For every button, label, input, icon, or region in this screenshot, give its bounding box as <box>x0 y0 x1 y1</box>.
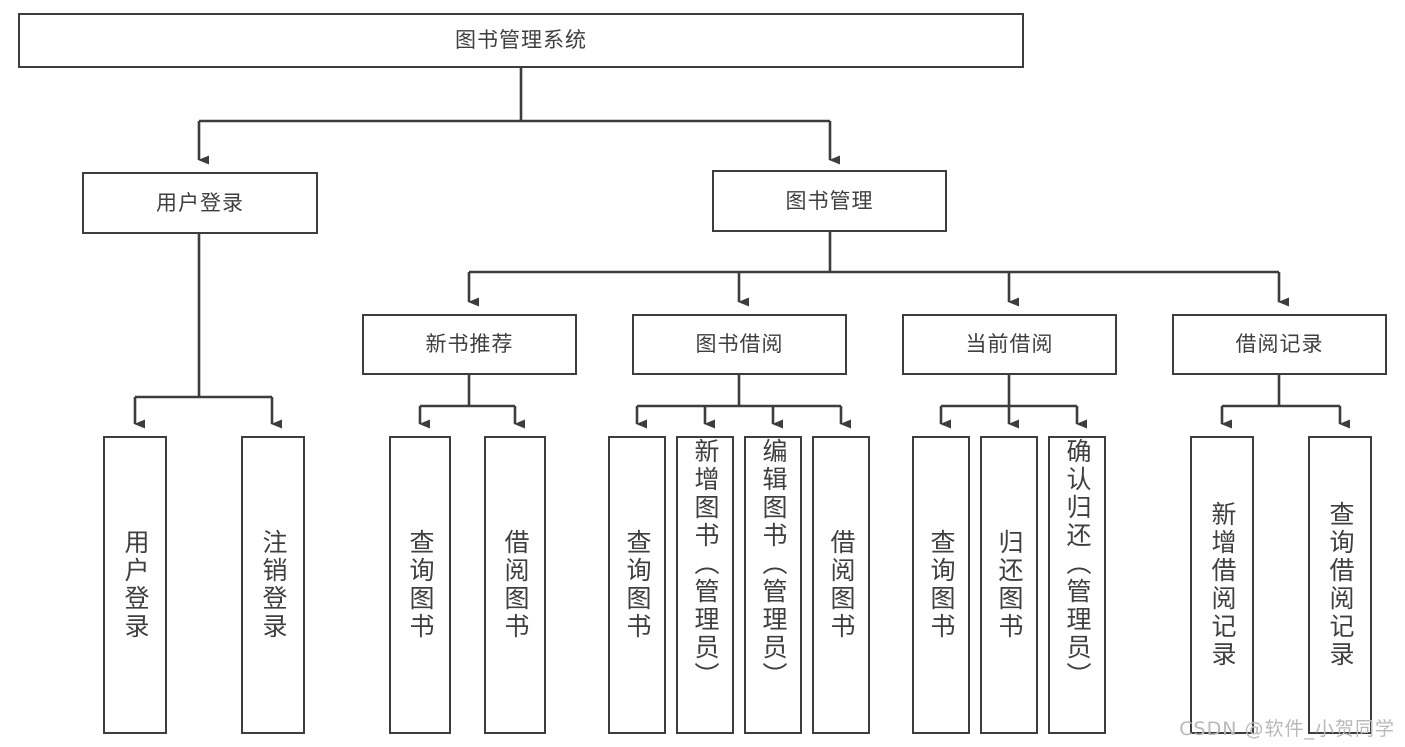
leaf-user-login[interactable]: 用户登录 <box>103 436 167 734</box>
leaf-query-borrow-record-label: 查询借阅记录 <box>1326 501 1355 669</box>
leaf-user-login-label: 用户登录 <box>121 529 150 641</box>
node-user-login-label: 用户登录 <box>156 190 244 215</box>
leaf-query-book-recommend-label: 查询图书 <box>406 529 435 641</box>
leaf-borrow-book[interactable]: 借阅图书 <box>812 436 870 734</box>
leaf-add-borrow-record-label: 新增借阅记录 <box>1208 501 1237 669</box>
leaf-add-borrow-record[interactable]: 新增借阅记录 <box>1190 436 1254 734</box>
node-new-book-recommend[interactable]: 新书推荐 <box>362 314 577 375</box>
leaf-borrow-book-recommend[interactable]: 借阅图书 <box>484 436 546 734</box>
node-borrow-record[interactable]: 借阅记录 <box>1172 314 1387 375</box>
node-new-book-recommend-label: 新书推荐 <box>425 332 514 356</box>
leaf-query-book-recommend[interactable]: 查询图书 <box>389 436 451 734</box>
leaf-query-borrow-record[interactable]: 查询借阅记录 <box>1308 436 1372 734</box>
node-book-management[interactable]: 图书管理 <box>712 170 947 232</box>
leaf-logout-label: 注销登录 <box>259 529 288 641</box>
csdn-watermark: CSDN @软件_小贺同学 <box>1179 718 1395 740</box>
leaf-query-book-borrow[interactable]: 查询图书 <box>608 436 666 734</box>
leaf-query-book-borrow-label: 查询图书 <box>623 529 652 641</box>
node-borrow-record-label: 借阅记录 <box>1235 332 1324 356</box>
node-root[interactable]: 图书管理系统 <box>18 13 1024 68</box>
leaf-edit-book-admin-label: 编辑图书（管理员） <box>759 438 788 690</box>
leaf-return-book-label: 归还图书 <box>995 529 1024 641</box>
leaf-borrow-book-recommend-label: 借阅图书 <box>501 529 530 641</box>
leaf-logout[interactable]: 注销登录 <box>241 436 305 734</box>
node-current-borrow[interactable]: 当前借阅 <box>902 314 1117 375</box>
leaf-confirm-return-admin-label: 确认归还（管理员） <box>1063 438 1092 690</box>
node-book-borrow[interactable]: 图书借阅 <box>632 314 847 375</box>
node-book-borrow-label: 图书借阅 <box>695 332 784 356</box>
node-current-borrow-label: 当前借阅 <box>965 332 1054 356</box>
leaf-borrow-book-label: 借阅图书 <box>827 529 856 641</box>
node-root-label: 图书管理系统 <box>455 28 587 52</box>
leaf-query-book-current-label: 查询图书 <box>927 529 956 641</box>
node-user-login[interactable]: 用户登录 <box>82 172 318 234</box>
leaf-return-book[interactable]: 归还图书 <box>980 436 1038 734</box>
leaf-query-book-current[interactable]: 查询图书 <box>912 436 970 734</box>
leaf-confirm-return-admin[interactable]: 确认归还（管理员） <box>1048 436 1106 734</box>
node-book-management-label: 图书管理 <box>785 188 874 213</box>
leaf-add-book-admin[interactable]: 新增图书（管理员） <box>676 436 734 734</box>
leaf-add-book-admin-label: 新增图书（管理员） <box>691 438 720 690</box>
leaf-edit-book-admin[interactable]: 编辑图书（管理员） <box>744 436 802 734</box>
